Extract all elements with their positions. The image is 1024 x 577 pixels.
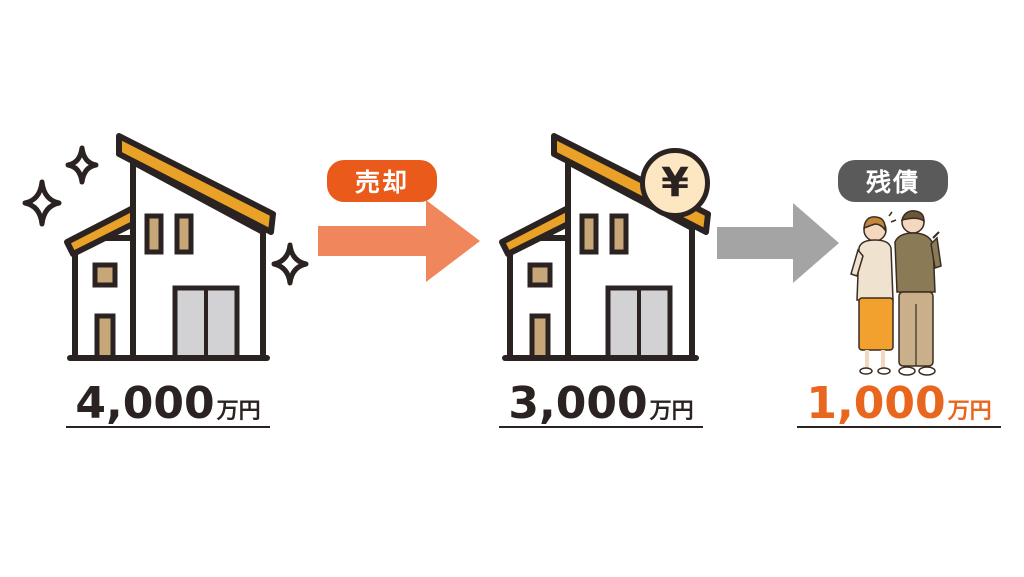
sparkle-icon (22, 179, 62, 227)
sale-label-text: 売却 (354, 168, 409, 197)
amount-value: 4,000 (75, 378, 215, 429)
sparkle-icon (65, 145, 99, 185)
man-figure (894, 210, 942, 376)
yen-coin-icon: ¥ (640, 148, 710, 218)
couple-illustration (850, 210, 942, 376)
sparkle-icon (271, 242, 309, 286)
debt-arrow (717, 203, 839, 283)
sale-arrow (318, 200, 480, 282)
amount-sale-price: 3,000 万円 (499, 376, 703, 428)
amount-unit: 万円 (947, 399, 992, 424)
amount-original: 4,000 万円 (66, 376, 270, 428)
debt-label: 残債 (838, 160, 948, 202)
amount-unit: 万円 (649, 399, 694, 424)
house-illustration-original (22, 133, 309, 361)
amount-remaining-debt: 1,000 万円 (797, 376, 1001, 428)
sale-label: 売却 (327, 160, 437, 202)
amount-value: 3,000 (508, 378, 648, 429)
woman-figure (850, 216, 894, 375)
amount-unit: 万円 (216, 399, 261, 424)
debt-label-text: 残債 (865, 168, 920, 197)
amount-value: 1,000 (806, 378, 946, 429)
house-illustration-sold (499, 133, 711, 361)
yen-symbol: ¥ (661, 160, 689, 206)
